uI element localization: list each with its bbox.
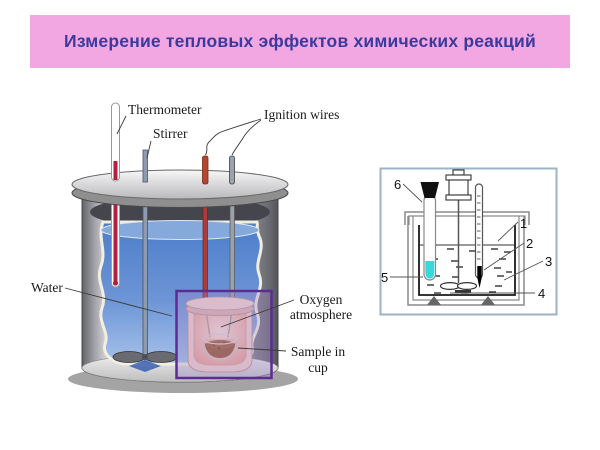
sample-in-cup-label-line2: cup bbox=[308, 360, 328, 375]
thermometer-submerged bbox=[111, 198, 120, 288]
test-tube bbox=[420, 182, 439, 281]
oxygen-atmosphere-label-line1: Oxygen bbox=[300, 292, 343, 307]
title-banner: Измерение тепловых эффектов химических р… bbox=[30, 15, 570, 68]
oxygen-leader bbox=[220, 299, 295, 328]
stirrer-shaft bbox=[142, 198, 148, 359]
sample-cup bbox=[202, 333, 238, 361]
sample-in-cup-label-line1: Sample in bbox=[291, 344, 346, 359]
ignition-wire-red bbox=[205, 118, 262, 156]
ignition-electrode-red bbox=[202, 155, 209, 185]
outer-vessel bbox=[404, 211, 530, 306]
water-surface bbox=[100, 220, 260, 240]
support-foot-left bbox=[427, 296, 441, 305]
leader-3 bbox=[503, 260, 544, 281]
thermometer-label: Thermometer bbox=[128, 102, 202, 117]
bomb-vessel bbox=[185, 296, 255, 373]
stirrer-motor bbox=[439, 169, 478, 293]
calorimeter-lid bbox=[71, 169, 289, 208]
bomb-calorimeter-figure: Thermometer Stirrer Ignition wires Water… bbox=[31, 102, 352, 393]
thermometer-leader bbox=[116, 115, 127, 135]
schematic-thermometer bbox=[474, 183, 484, 288]
water-label: Water bbox=[31, 280, 63, 295]
water-leader bbox=[64, 287, 173, 317]
ignition-wires-label: Ignition wires bbox=[264, 107, 339, 122]
stirrer-label: Stirrer bbox=[153, 126, 188, 141]
stirrer-leader bbox=[146, 140, 152, 159]
stirrer-propeller bbox=[112, 351, 178, 372]
schematic-figure: 6 1 2 3 4 5 bbox=[379, 167, 558, 316]
ignition-electrode-gray-rod bbox=[229, 198, 235, 303]
label-4: 4 bbox=[538, 286, 545, 301]
stirrer-rod-top bbox=[142, 149, 148, 183]
oxygen-atmosphere-label-line2: atmosphere bbox=[290, 307, 352, 322]
ignition-electrode-red-rod bbox=[202, 198, 208, 303]
label-3: 3 bbox=[545, 254, 552, 269]
leader-2 bbox=[483, 242, 525, 271]
label-5: 5 bbox=[381, 270, 388, 285]
tube-stopper bbox=[420, 182, 439, 198]
bomb-lid bbox=[185, 296, 255, 311]
inner-beaker bbox=[418, 225, 516, 296]
ignition-wire-dark bbox=[231, 119, 262, 156]
slide-title: Измерение тепловых эффектов химических р… bbox=[64, 31, 536, 51]
oxygen-atmosphere-highlight-box bbox=[175, 289, 273, 380]
label-6: 6 bbox=[394, 177, 401, 192]
ignition-electrode-gray bbox=[229, 155, 235, 185]
leader-6 bbox=[402, 183, 423, 203]
cyan-liquid bbox=[425, 261, 435, 279]
leader-1 bbox=[497, 221, 519, 242]
support-foot-right bbox=[481, 296, 495, 305]
thermometer bbox=[111, 102, 120, 182]
label-2: 2 bbox=[526, 236, 533, 251]
sample-leader bbox=[237, 347, 287, 352]
label-1: 1 bbox=[520, 216, 527, 231]
